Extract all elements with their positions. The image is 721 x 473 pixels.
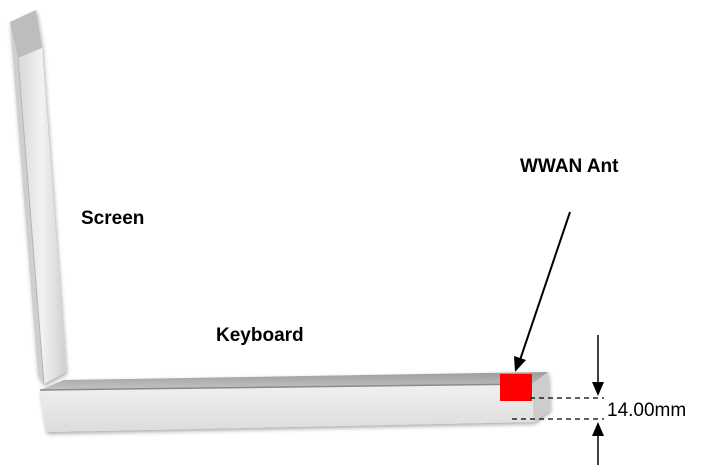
screen-panel-edge <box>10 22 44 384</box>
keyboard-panel-face <box>40 384 534 432</box>
screen-label: Screen <box>81 208 145 229</box>
wwan-antenna-block <box>500 374 532 401</box>
antenna-label: WWAN Ant <box>520 156 619 177</box>
screen-panel-face <box>18 48 66 384</box>
dimension-label: 14.00mm <box>607 400 687 421</box>
screen-panel-top <box>10 10 42 58</box>
keyboard-panel-side <box>532 372 550 422</box>
keyboard-panel-top <box>40 372 548 390</box>
antenna-pointer-arrow <box>514 211 571 372</box>
keyboard-panel <box>39 372 550 432</box>
keyboard-label: Keyboard <box>216 325 304 346</box>
dimension-marker <box>512 335 604 465</box>
screen-panel <box>10 10 66 385</box>
